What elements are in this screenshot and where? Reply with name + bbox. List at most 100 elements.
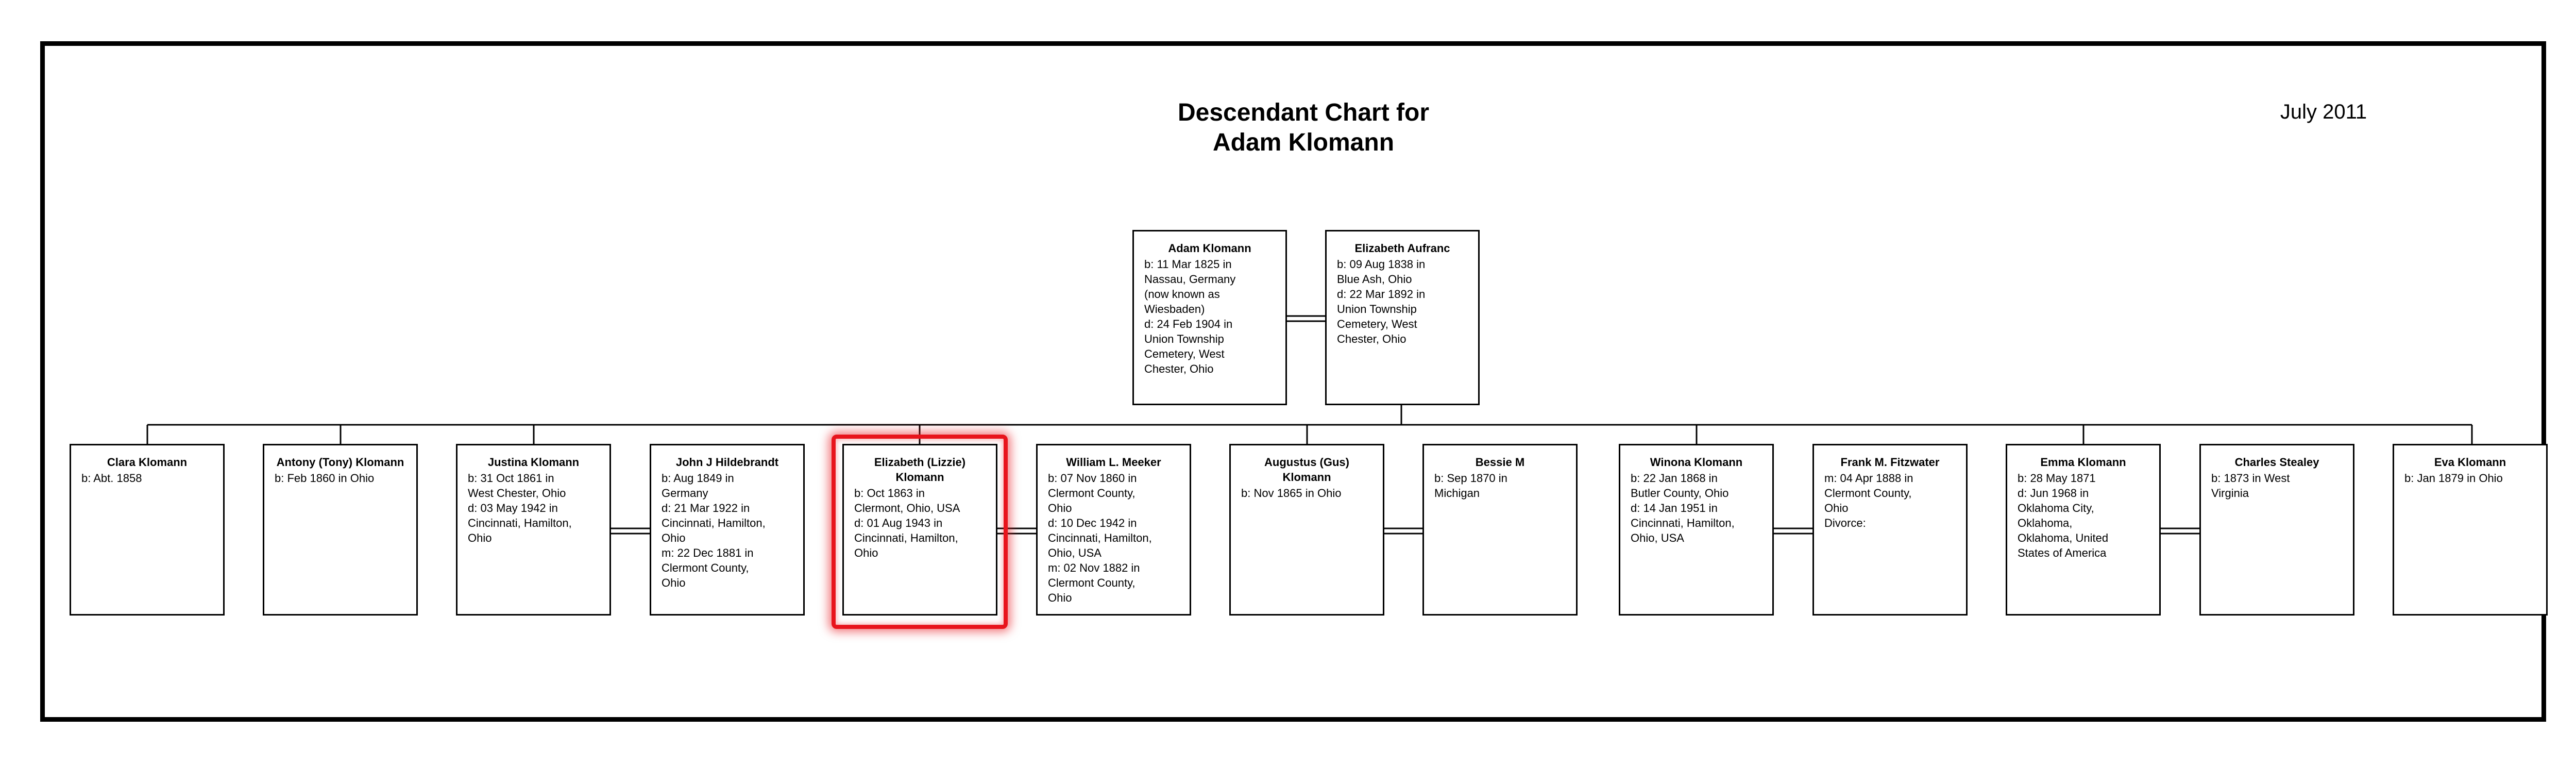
person-detail: b: Abt. 1858 (81, 472, 142, 485)
person-box-william-meeker[interactable]: William L. Meeker b: 07 Nov 1860 in Cler… (1036, 444, 1191, 616)
person-detail: d: Jun 1968 in (2018, 487, 2089, 500)
person-box-frank-fitzwater[interactable]: Frank M. Fitzwater m: 04 Apr 1888 in Cle… (1812, 444, 1968, 616)
person-detail: Germany (662, 487, 708, 500)
person-detail: b: 09 Aug 1838 in (1337, 258, 1426, 271)
person-detail: Virginia (2211, 487, 2249, 500)
person-detail: Clermont, Ohio, USA (854, 502, 960, 514)
person-name: Augustus (Gus) Klomann (1264, 456, 1349, 484)
person-box-winona-klomann[interactable]: Winona Klomann b: 22 Jan 1868 in Butler … (1619, 444, 1774, 616)
person-detail: Cincinnati, Hamilton, (1048, 532, 1152, 544)
chart-title: Descendant Chart for Adam Klomann (1097, 98, 1510, 158)
person-detail: Ohio (662, 532, 686, 544)
person-name: Eva Klomann (2434, 456, 2506, 469)
person-detail: b: Feb 1860 in Ohio (275, 472, 375, 485)
person-detail: Nassau, Germany (1144, 273, 1236, 286)
person-detail: Ohio (1824, 502, 1849, 514)
person-detail: d: 03 May 1942 in (468, 502, 558, 514)
person-box-adam-klomann[interactable]: Adam Klomann b: 11 Mar 1825 in Nassau, G… (1132, 230, 1287, 405)
person-name: John J Hildebrandt (675, 456, 779, 469)
person-detail: b: 07 Nov 1860 in (1048, 472, 1137, 485)
person-detail: Butler County, Ohio (1631, 487, 1729, 500)
person-box-elizabeth-lizzie-klomann[interactable]: Elizabeth (Lizzie) Klomann b: Oct 1863 i… (842, 444, 997, 616)
person-box-emma-klomann[interactable]: Emma Klomann b: 28 May 1871 d: Jun 1968 … (2006, 444, 2161, 616)
person-name: Adam Klomann (1168, 242, 1251, 255)
person-detail: b: Aug 1849 in (662, 472, 734, 485)
person-detail: m: 04 Apr 1888 in (1824, 472, 1913, 485)
person-detail: States of America (2018, 546, 2107, 559)
person-box-elizabeth-aufranc[interactable]: Elizabeth Aufranc b: 09 Aug 1838 in Blue… (1325, 230, 1480, 405)
person-detail: b: Sep 1870 in (1434, 472, 1507, 485)
person-detail: Chester, Ohio (1337, 333, 1406, 345)
person-detail: m: 22 Dec 1881 in (662, 546, 754, 559)
person-detail: Union Township (1144, 333, 1224, 345)
person-detail: b: 28 May 1871 (2018, 472, 2096, 485)
person-detail: b: Nov 1865 in Ohio (1241, 487, 1342, 500)
person-detail: d: 21 Mar 1922 in (662, 502, 750, 514)
person-detail: Cincinnati, Hamilton, (468, 517, 572, 529)
person-box-antony-klomann[interactable]: Antony (Tony) Klomann b: Feb 1860 in Ohi… (263, 444, 418, 616)
person-detail: Chester, Ohio (1144, 362, 1214, 375)
title-line-2: Adam Klomann (1212, 129, 1395, 156)
person-box-clara-klomann[interactable]: Clara Klomann b: Abt. 1858 (70, 444, 225, 616)
person-detail: Cemetery, West (1144, 347, 1225, 360)
person-name: Elizabeth Aufranc (1354, 242, 1450, 255)
person-name: Antony (Tony) Klomann (276, 456, 404, 469)
person-detail: d: 01 Aug 1943 in (854, 517, 943, 529)
person-box-bessie-m[interactable]: Bessie M b: Sep 1870 in Michigan (1422, 444, 1578, 616)
person-box-justina-klomann[interactable]: Justina Klomann b: 31 Oct 1861 in West C… (456, 444, 611, 616)
person-detail: Cemetery, West (1337, 318, 1417, 330)
chart-frame (40, 41, 2546, 722)
person-detail: b: 22 Jan 1868 in (1631, 472, 1718, 485)
person-box-charles-stealey[interactable]: Charles Stealey b: 1873 in West Virginia (2199, 444, 2354, 616)
person-detail: d: 24 Feb 1904 in (1144, 318, 1233, 330)
person-name: Winona Klomann (1650, 456, 1743, 469)
person-name: Frank M. Fitzwater (1840, 456, 1940, 469)
person-detail: b: 31 Oct 1861 in (468, 472, 554, 485)
person-detail: b: Jan 1879 in Ohio (2404, 472, 2503, 485)
person-detail: Wiesbaden) (1144, 303, 1205, 315)
person-detail: Ohio (1048, 591, 1072, 604)
person-box-john-hildebrandt[interactable]: John J Hildebrandt b: Aug 1849 in German… (650, 444, 805, 616)
person-detail: Ohio (1048, 502, 1072, 514)
person-detail: d: 14 Jan 1951 in (1631, 502, 1718, 514)
person-detail: Ohio (662, 576, 686, 589)
person-detail: Clermont County, (1048, 576, 1136, 589)
person-detail: b: 1873 in West (2211, 472, 2290, 485)
person-detail: d: 10 Dec 1942 in (1048, 517, 1137, 529)
chart-date: July 2011 (2280, 101, 2367, 123)
person-box-eva-klomann[interactable]: Eva Klomann b: Jan 1879 in Ohio (2393, 444, 2548, 616)
person-detail: Divorce: (1824, 517, 1866, 529)
title-line-1: Descendant Chart for (1177, 99, 1430, 126)
person-detail: Ohio, USA (1631, 532, 1684, 544)
person-detail: Ohio, USA (1048, 546, 1101, 559)
person-detail: Blue Ash, Ohio (1337, 273, 1412, 286)
person-name: Clara Klomann (107, 456, 188, 469)
person-name: William L. Meeker (1066, 456, 1161, 469)
person-detail: Oklahoma City, (2018, 502, 2094, 514)
person-name: Emma Klomann (2040, 456, 2126, 469)
person-detail: Oklahoma, United (2018, 532, 2109, 544)
person-detail: Ohio (854, 546, 878, 559)
person-detail: Michigan (1434, 487, 1480, 500)
person-detail: West Chester, Ohio (468, 487, 566, 500)
person-detail: Cincinnati, Hamilton, (854, 532, 958, 544)
person-detail: Cincinnati, Hamilton, (662, 517, 766, 529)
person-name: Charles Stealey (2234, 456, 2319, 469)
person-name: Justina Klomann (487, 456, 580, 469)
person-detail: d: 22 Mar 1892 in (1337, 288, 1426, 301)
person-detail: Union Township (1337, 303, 1417, 315)
person-name: Elizabeth (Lizzie) Klomann (874, 456, 966, 484)
person-detail: Clermont County, (1048, 487, 1136, 500)
person-detail: (now known as (1144, 288, 1220, 301)
person-detail: Oklahoma, (2018, 517, 2073, 529)
person-box-augustus-klomann[interactable]: Augustus (Gus) Klomann b: Nov 1865 in Oh… (1229, 444, 1384, 616)
person-name: Bessie M (1475, 456, 1525, 469)
person-detail: Clermont County, (1824, 487, 1912, 500)
person-detail: Ohio (468, 532, 492, 544)
person-detail: m: 02 Nov 1882 in (1048, 561, 1140, 574)
person-detail: Clermont County, (662, 561, 749, 574)
person-detail: b: 11 Mar 1825 in (1144, 258, 1232, 271)
person-detail: Cincinnati, Hamilton, (1631, 517, 1735, 529)
person-detail: b: Oct 1863 in (854, 487, 925, 500)
